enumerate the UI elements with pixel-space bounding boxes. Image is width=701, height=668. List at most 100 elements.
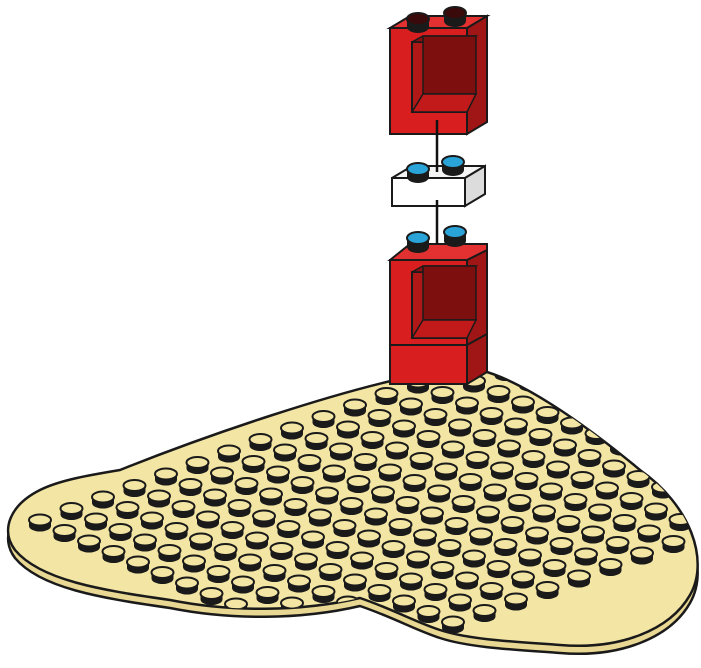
baseplate-stud [607,362,629,379]
baseplate-stud [369,585,391,602]
baseplate-stud [222,522,244,539]
baseplate-stud [400,399,422,416]
baseplate-stud [439,540,461,557]
baseplate-stud [677,492,699,509]
baseplate-stud [561,418,583,435]
baseplate-stud [425,584,447,601]
baseplate-stud [484,485,506,502]
baseplate-stud [330,619,352,636]
baseplate-stud [488,561,510,578]
baseplate-stud [166,523,188,540]
baseplate-stud [666,438,688,455]
baseplate-stud [344,400,366,417]
baseplate-stud [554,440,576,457]
baseplate-stud [54,525,76,542]
baseplate-stud [516,473,538,490]
baseplate-stud [348,476,370,493]
baseplate-stud [544,560,566,577]
baseplate-stud [432,562,454,579]
baseplate-stud [432,387,454,404]
baseplate-stud [645,504,667,521]
baseplate-stud [519,550,541,567]
baseplate-stud [502,517,524,534]
baseplate-stud [211,468,233,485]
baseplate-stud [435,464,457,481]
baseplate-stud [607,537,629,554]
baseplate-stud [649,405,671,422]
baseplate-stud [463,551,485,568]
baseplate-stud [582,527,604,544]
baseplate-stud [309,510,331,527]
baseplate-stud [481,408,503,425]
baseplate-stud [379,465,401,482]
baseplate-stud [418,431,440,448]
baseplate-stud [355,454,377,471]
baseplate-stud [575,374,597,391]
baseplate-stud [537,582,559,599]
baseplate-stud [110,524,132,541]
baseplate-stud [281,423,303,440]
baseplate-stud [397,497,419,514]
baseplate-stud [358,531,380,548]
baseplate-stud [593,406,615,423]
baseplate-stud [127,557,149,574]
baseplate-stud [351,553,373,570]
baseplate-stud [201,588,223,605]
baseplate-stud [684,470,701,487]
baseplate-stud [446,518,468,535]
baseplate-stud [663,361,685,378]
baseplate-stud [656,383,678,400]
baseplate-stud [316,488,338,505]
baseplate-stud [236,478,258,495]
plate-1x2 [392,156,485,206]
baseplate-stud [467,452,489,469]
baseplate-stud [117,502,139,519]
baseplate-stud [159,545,181,562]
baseplate-stud [239,555,261,572]
baseplate-stud [173,501,195,518]
baseplate-stud [337,422,359,439]
baseplate-stud [292,477,314,494]
baseplate-stud [579,450,601,467]
baseplate-stud [341,498,363,515]
baseplate-stud [488,386,510,403]
baseplate-stud [449,420,471,437]
baseplate-stud [320,564,342,581]
baseplate-stud [530,429,552,446]
baseplate-stud [285,499,307,516]
baseplate-stud [509,495,531,512]
baseplate-stud [603,461,625,478]
baseplate-stud [218,446,240,463]
baseplate-stud [369,410,391,427]
baseplate-stud [250,434,272,451]
baseplate-stud [638,526,660,543]
baseplate-stud [404,475,426,492]
baseplate-stud [141,513,163,530]
window-frame-bottom [390,226,487,384]
baseplate-stud [547,462,569,479]
baseplate-stud [299,630,321,647]
baseplate-stud [334,520,356,537]
baseplate-stud [134,535,156,552]
baseplate-stud [288,576,310,593]
baseplate-stud [330,444,352,461]
baseplate-stud [264,565,286,582]
baseplate-stud [617,417,639,434]
baseplate-stud [327,542,349,559]
baseplate-stud [635,449,657,466]
baseplate-stud [565,494,587,511]
baseplate-stud [526,528,548,545]
baseplate-stud [428,486,450,503]
baseplate-stud [572,472,594,489]
baseplate-stud [148,491,170,508]
baseplate-stud [614,515,636,532]
baseplate-stud [544,385,566,402]
baseplate-stud [376,388,398,405]
baseplate-stud [155,469,177,486]
baseplate-stud [470,529,492,546]
baseplate-stud [376,563,398,580]
baseplate-stud [386,443,408,460]
baseplate-stud [229,500,251,517]
baseplate-stud [187,457,209,474]
